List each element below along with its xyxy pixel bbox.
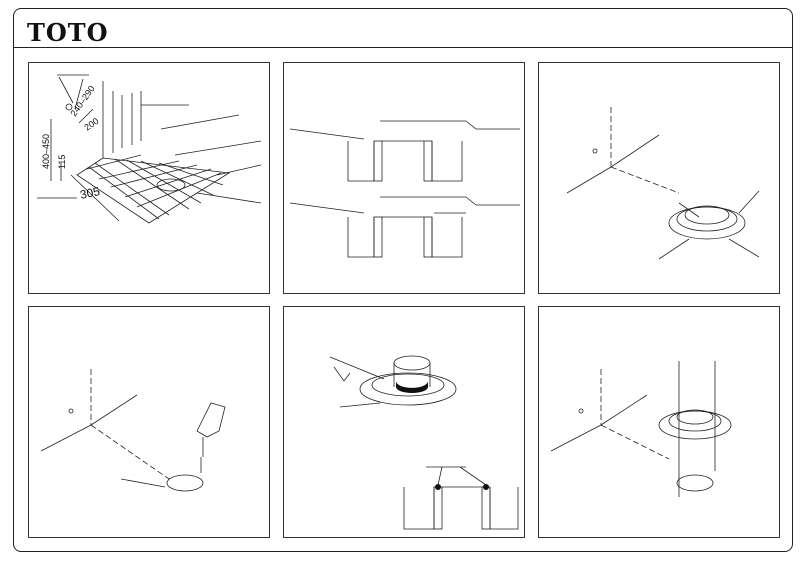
step-5-panel	[283, 306, 525, 538]
step-5-drawing	[284, 307, 526, 539]
step-6-panel	[538, 306, 780, 538]
step-3-panel	[538, 62, 780, 294]
dim-outlet-spacing: 240–290	[68, 84, 96, 118]
dim-wall-to-outlet: 200	[82, 116, 100, 133]
step-1-panel: 240–290 200 400–450 115 305	[28, 62, 270, 294]
step-4-panel	[28, 306, 270, 538]
step-2-panel	[283, 62, 525, 294]
dim-small-height: 115	[57, 155, 67, 169]
header-divider	[13, 47, 793, 48]
step-3-drawing	[539, 63, 781, 295]
brand-logo: TOTO	[27, 18, 109, 47]
step-1-drawing: 240–290 200 400–450 115 305	[29, 63, 271, 295]
step-4-drawing	[29, 307, 271, 539]
step-2-drawing	[284, 63, 526, 295]
step-6-drawing	[539, 307, 781, 539]
dim-height-range: 400–450	[41, 134, 51, 169]
dim-floor-offset: 305	[79, 184, 102, 202]
